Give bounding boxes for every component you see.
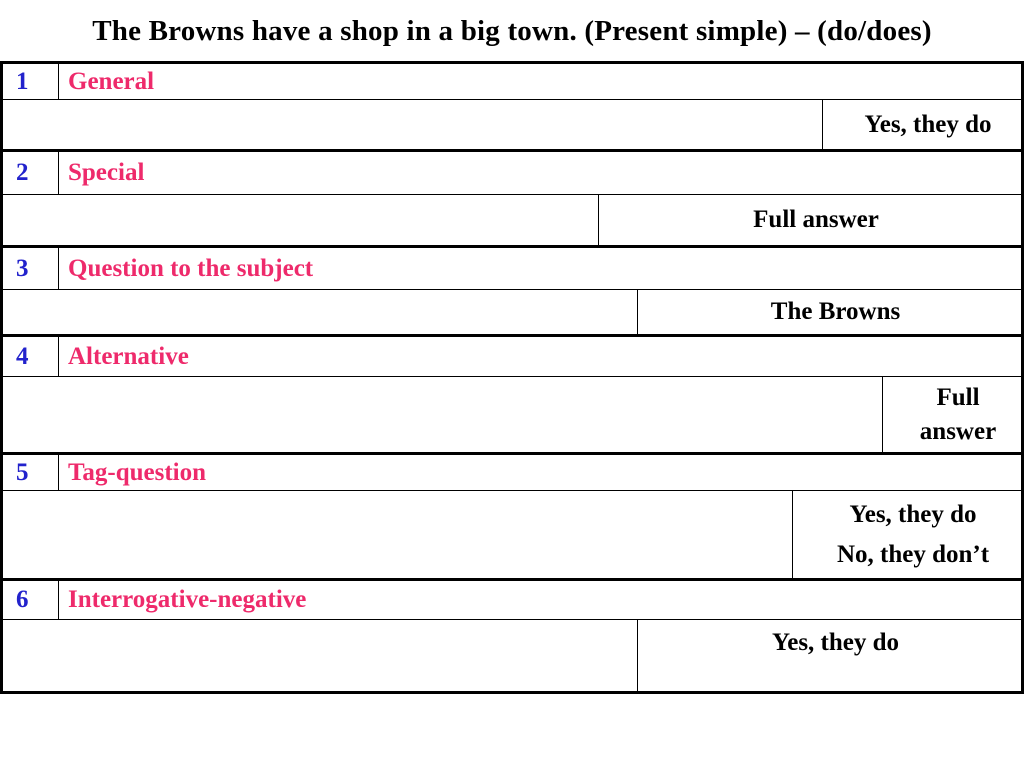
answer-text: Yes, they do: [771, 629, 900, 656]
row-number-cell: 2: [3, 152, 59, 194]
answer-cell: Yes, they do: [823, 100, 1021, 149]
empty-question-cell: [3, 620, 638, 691]
question-type-label: Special: [68, 159, 145, 186]
question-type-label: Tag-question: [68, 458, 207, 486]
row-number-cell: 6: [3, 581, 59, 619]
slide-title: The Browns have a shop in a big town. (P…: [92, 15, 932, 47]
answer-row-4: Full answer: [3, 376, 1021, 452]
answer-text: Yes, they do: [864, 110, 992, 138]
empty-question-cell: [3, 100, 823, 149]
answer-cell: Yes, they do No, they don’t: [793, 491, 1021, 578]
row-number-cell: 5: [3, 455, 59, 490]
row-number: 4: [16, 342, 29, 370]
row-number: 3: [16, 254, 29, 282]
question-type-row-2: 2 Special: [3, 149, 1021, 194]
row-number: 2: [16, 159, 29, 186]
row-number: 5: [16, 458, 29, 486]
question-type-row-6: 6 Interrogative-negative: [3, 578, 1021, 619]
question-type-label: Interrogative-negative: [68, 586, 307, 613]
answer-cell: The Browns: [638, 290, 1021, 334]
answer-row-5: Yes, they do No, they don’t: [3, 490, 1021, 578]
question-type-label: Question to the subject: [68, 254, 314, 282]
row-number: 1: [16, 67, 29, 95]
answer-text: answer: [919, 417, 997, 445]
answer-cell: Full answer: [883, 377, 1021, 452]
question-type-label: General: [68, 67, 155, 95]
row-number-cell: 3: [3, 248, 59, 289]
question-type-label: Alternative: [68, 342, 189, 370]
empty-question-cell: [3, 290, 638, 334]
answer-text: Full: [936, 383, 980, 411]
answer-text: The Browns: [770, 298, 901, 325]
row-number-cell: 4: [3, 337, 59, 376]
answer-row-6: Yes, they do: [3, 619, 1021, 691]
grammar-question-table: 1 General Yes, they do 2 Special Full an…: [0, 61, 1024, 694]
answer-cell: Full answer: [599, 195, 1021, 245]
row-number: 6: [16, 586, 29, 613]
answer-text: Yes, they do: [849, 500, 977, 528]
question-type-row-3: 3 Question to the subject: [3, 245, 1021, 289]
answer-text: No, they don’t: [836, 540, 990, 568]
empty-question-cell: [3, 377, 883, 452]
empty-question-cell: [3, 491, 793, 578]
question-type-row-5: 5 Tag-question: [3, 452, 1021, 490]
empty-question-cell: [3, 195, 599, 245]
answer-row-2: Full answer: [3, 194, 1021, 245]
question-type-row-4: 4 Alternative: [3, 334, 1021, 376]
answer-cell: Yes, they do: [638, 620, 1021, 691]
question-type-row-1: 1 General: [3, 64, 1021, 99]
answer-row-1: Yes, they do: [3, 99, 1021, 149]
answer-row-3: The Browns: [3, 289, 1021, 334]
row-number-cell: 1: [3, 64, 59, 99]
answer-text: Full answer: [753, 206, 879, 233]
